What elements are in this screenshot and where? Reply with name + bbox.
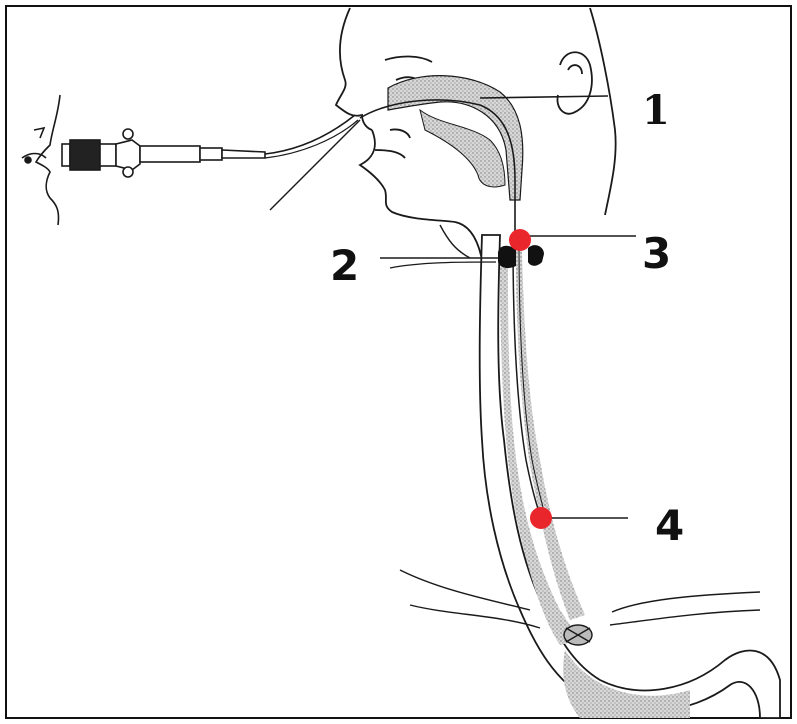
red-dot-marker-3 <box>509 229 531 251</box>
label-1: 1 <box>642 87 670 134</box>
red-dot-marker-4 <box>530 507 552 529</box>
endoscope-icon <box>62 129 265 177</box>
neck-contour <box>440 225 470 258</box>
observer-face <box>22 95 60 225</box>
neck-contour-lower <box>390 262 496 268</box>
diaphragm <box>400 570 760 628</box>
border-frame <box>6 6 791 718</box>
scope-cable <box>265 115 355 154</box>
scope-insert-line <box>270 120 360 210</box>
label-2: 2 <box>330 241 359 290</box>
stomach-region <box>563 650 690 718</box>
label-4: 4 <box>655 501 684 550</box>
label-3: 3 <box>642 229 671 278</box>
lower-sphincter <box>564 625 592 645</box>
esophagus-outline <box>480 235 780 718</box>
